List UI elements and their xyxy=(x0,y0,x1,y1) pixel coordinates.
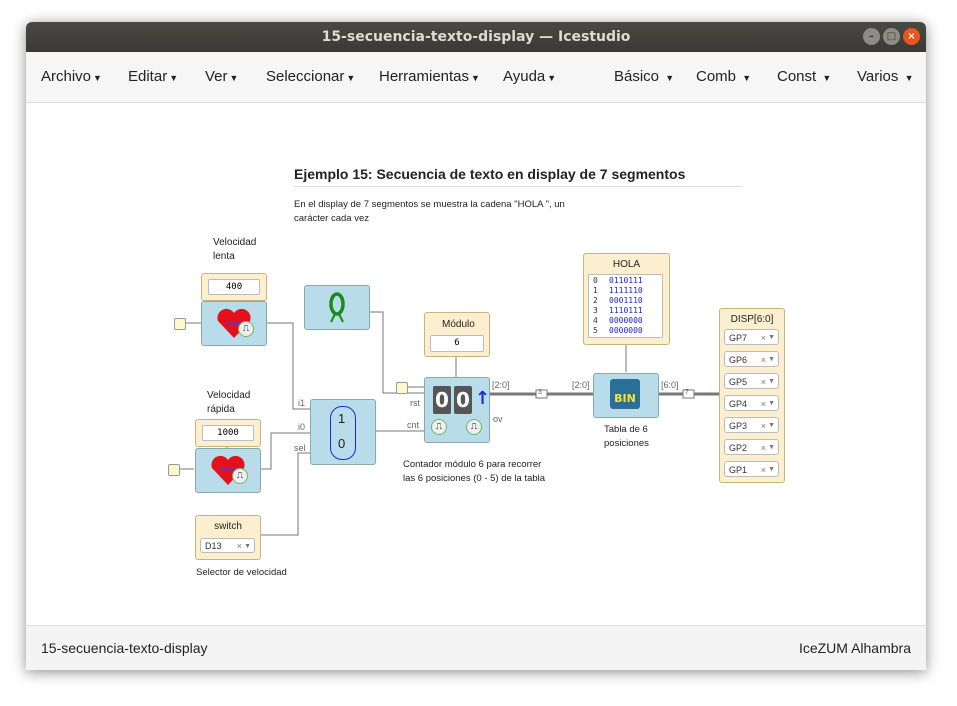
input-port-2[interactable] xyxy=(168,464,180,476)
display-output[interactable]: DISP[6:0] GP7×▼ GP6×▼ GP5×▼ GP4×▼ GP3×▼ … xyxy=(719,308,785,483)
display-label: DISP[6:0] xyxy=(730,314,774,325)
pulse-icon: ⎍ xyxy=(466,419,482,435)
mux-top-digit: 1 xyxy=(338,411,346,426)
counter-digit-1: 0 xyxy=(433,386,451,414)
pin-select-gp2[interactable]: GP2×▼ xyxy=(724,439,779,455)
status-board-name[interactable]: IceZUM Alhambra xyxy=(798,640,911,656)
menu-archivo[interactable]: Archivo▼ xyxy=(41,68,102,85)
modulo-label: Módulo xyxy=(442,319,475,330)
pin-select-gp1[interactable]: GP1×▼ xyxy=(724,461,779,477)
reset-port[interactable] xyxy=(396,382,408,394)
circuit-canvas[interactable]: 3 7 Ejemplo 15: Secuencia de texto en di… xyxy=(26,103,926,625)
char-block[interactable] xyxy=(304,285,370,330)
slow-speed-constant[interactable]: 400 xyxy=(201,273,267,301)
window-title: 15-secuencia-texto-display — Icestudio xyxy=(321,29,631,45)
counter-digit-2: 0 xyxy=(454,386,472,414)
fast-speed-constant[interactable]: 1000 xyxy=(195,419,261,447)
pin-select-gp7[interactable]: GP7×▼ xyxy=(724,329,779,345)
mux-in0-label: i0 xyxy=(298,422,306,432)
fast-timer-block[interactable]: msec ⎍ xyxy=(195,448,261,493)
rom-icon: BIN xyxy=(610,379,640,409)
character-icon xyxy=(329,292,345,323)
pin-select-gp6[interactable]: GP6×▼ xyxy=(724,351,779,367)
switch-pin-select[interactable]: D13×▼ xyxy=(200,538,255,553)
switch-label: switch xyxy=(214,521,242,532)
mux-in1-label: i1 xyxy=(298,398,306,408)
svg-text:msec: msec xyxy=(226,320,243,327)
fast-speed-value[interactable]: 1000 xyxy=(202,425,254,441)
example-description: En el display de 7 segmentos se muestra … xyxy=(294,199,565,224)
pulse-icon: ⎍ xyxy=(232,468,248,484)
menu-bar: Archivo▼ Editar▼ Ver▼ Seleccionar▼ Herra… xyxy=(26,52,926,103)
table-caption: Tabla de 6 posiciones xyxy=(604,424,649,449)
bus-width-1: 3 xyxy=(538,389,542,396)
multiplexer-block[interactable]: 1 0 xyxy=(310,399,376,465)
menu-comb[interactable]: Comb ▼ xyxy=(696,68,752,85)
input-port[interactable] xyxy=(174,318,186,330)
pulse-icon: ⎍ xyxy=(431,419,447,435)
fast-speed-label: Velocidad rápida xyxy=(207,390,251,415)
counter-ov-label: ov xyxy=(493,414,503,424)
bus-width-2: 7 xyxy=(685,389,689,396)
pulse-icon: ⎍ xyxy=(238,321,254,337)
wires xyxy=(179,283,723,536)
up-arrow-icon: ↑ xyxy=(475,388,491,409)
heart-icon: msec xyxy=(217,308,251,338)
minimize-button[interactable]: – xyxy=(863,28,880,45)
pin-select-gp3[interactable]: GP3×▼ xyxy=(724,417,779,433)
counter-rst-label: rst xyxy=(410,398,420,408)
menu-const[interactable]: Const ▼ xyxy=(777,68,832,85)
modulo-constant[interactable]: Módulo 6 xyxy=(424,312,490,357)
counter-cnt-label: cnt xyxy=(407,420,420,430)
bus-label-a: [2:0] xyxy=(492,380,510,390)
close-button[interactable]: × xyxy=(903,28,920,45)
example-title: Ejemplo 15: Secuencia de texto en displa… xyxy=(294,166,742,187)
mux-bottom-digit: 0 xyxy=(338,436,346,451)
counter-block[interactable]: 0 0 ↑ ⎍ ⎍ xyxy=(424,377,490,443)
pin-select-gp4[interactable]: GP4×▼ xyxy=(724,395,779,411)
rom-block[interactable]: BIN xyxy=(593,373,659,418)
mux-sel-label: sel xyxy=(294,443,306,453)
maximize-button[interactable]: □ xyxy=(883,28,900,45)
bus-label-c: [6:0] xyxy=(661,380,679,390)
menu-seleccionar[interactable]: Seleccionar▼ xyxy=(266,68,356,85)
status-project-name: 15-secuencia-texto-display xyxy=(41,640,208,656)
slow-speed-value[interactable]: 400 xyxy=(208,279,260,295)
menu-ayuda[interactable]: Ayuda▼ xyxy=(503,68,557,85)
menu-herramientas[interactable]: Herramientas▼ xyxy=(379,68,480,85)
slow-speed-label: Velocidad lenta xyxy=(213,237,257,262)
table-title: HOLA xyxy=(612,259,641,270)
modulo-value[interactable]: 6 xyxy=(430,335,484,352)
counter-caption: Contador módulo 6 para recorrer las 6 po… xyxy=(403,459,546,484)
app-window: 15-secuencia-texto-display — Icestudio –… xyxy=(26,22,926,670)
menu-basico[interactable]: Básico ▼ xyxy=(614,68,675,85)
pin-select-gp5[interactable]: GP5×▼ xyxy=(724,373,779,389)
switch-caption: Selector de velocidad xyxy=(196,567,287,578)
heart-icon: msec xyxy=(211,455,245,485)
switch-input[interactable]: switch D13×▼ xyxy=(195,515,261,560)
mux-symbol xyxy=(330,406,356,460)
menu-editar[interactable]: Editar▼ xyxy=(128,68,179,85)
status-bar: 15-secuencia-texto-display IceZUM Alhamb… xyxy=(26,625,926,670)
svg-text:msec: msec xyxy=(220,467,237,474)
bus-label-b: [2:0] xyxy=(572,380,590,390)
menu-ver[interactable]: Ver▼ xyxy=(205,68,239,85)
title-bar: 15-secuencia-texto-display — Icestudio –… xyxy=(26,22,926,52)
menu-varios[interactable]: Varios ▼ xyxy=(857,68,914,85)
slow-timer-block[interactable]: msec ⎍ xyxy=(201,301,267,346)
